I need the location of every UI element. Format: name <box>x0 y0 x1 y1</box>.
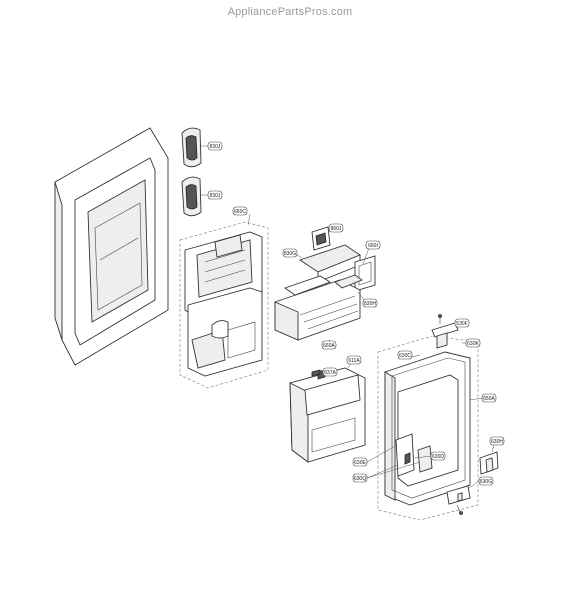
callout-630E: 630E <box>352 457 368 467</box>
callout-630C: 630C <box>397 350 413 360</box>
ice-bucket-611A <box>289 367 366 463</box>
callout-label: 630H <box>491 439 503 445</box>
callout-label: 630D <box>432 454 444 460</box>
callout-830J-bottom: 830J <box>207 190 223 200</box>
callout-label: 660I <box>368 243 378 249</box>
dashed-frame-subdoor <box>377 335 479 521</box>
callout-630D: 630D <box>430 451 446 461</box>
callout-630Q: 630Q <box>352 473 368 483</box>
callout-830H: 830H <box>362 298 378 308</box>
callout-label: 660C <box>234 209 246 215</box>
callout-630K: 630K <box>465 338 481 348</box>
callout-837A: 837A <box>322 367 338 377</box>
callout-860J: 860J <box>328 223 344 233</box>
callout-830J-top: 830J <box>207 141 223 151</box>
callout-label: 530F <box>456 321 467 327</box>
top-hinge-530F <box>431 314 459 349</box>
callout-650A: 650A <box>481 393 497 403</box>
callout-660I: 660I <box>365 240 381 250</box>
callout-label: 830J <box>210 144 221 150</box>
callout-label: 830G <box>284 251 296 257</box>
hinge-630H <box>479 451 499 475</box>
ice-maker-assembly <box>274 226 376 341</box>
door-outer-shell <box>54 127 169 366</box>
callout-label: 630C <box>399 353 411 359</box>
callout-label: 630K <box>467 341 479 347</box>
callout-830G: 830G <box>282 248 298 258</box>
callout-label: 860J <box>331 226 342 232</box>
pad-830J-top <box>181 127 202 168</box>
pad-830J-bottom <box>181 176 202 217</box>
sub-door-650A <box>384 351 471 506</box>
callout-label: 830H <box>364 301 376 307</box>
callout-label: 630G <box>480 479 492 485</box>
callout-label: 611A <box>348 358 360 364</box>
callout-660C: 660C <box>232 206 248 216</box>
callout-label: 630Q <box>354 476 366 482</box>
callout-label: 630E <box>354 460 366 466</box>
hinge-bracket-630D <box>395 433 433 477</box>
callout-label: 650A <box>483 396 495 402</box>
dashed-frame-660C <box>179 221 269 389</box>
callout-530F: 530F <box>454 318 470 328</box>
ice-housing-660C <box>184 231 263 377</box>
callout-label: 830J <box>210 193 221 199</box>
callout-630G: 630G <box>478 476 494 486</box>
callout-label: 660A <box>323 343 335 349</box>
screw-837A <box>311 369 321 377</box>
callout-630H: 630H <box>489 436 505 446</box>
watermark: AppliancePartsPros.com <box>227 6 353 18</box>
hinge-630G <box>446 485 471 515</box>
callout-660A: 660A <box>321 340 337 350</box>
callout-611A: 611A <box>346 355 362 365</box>
callout-label: 837A <box>324 370 336 376</box>
